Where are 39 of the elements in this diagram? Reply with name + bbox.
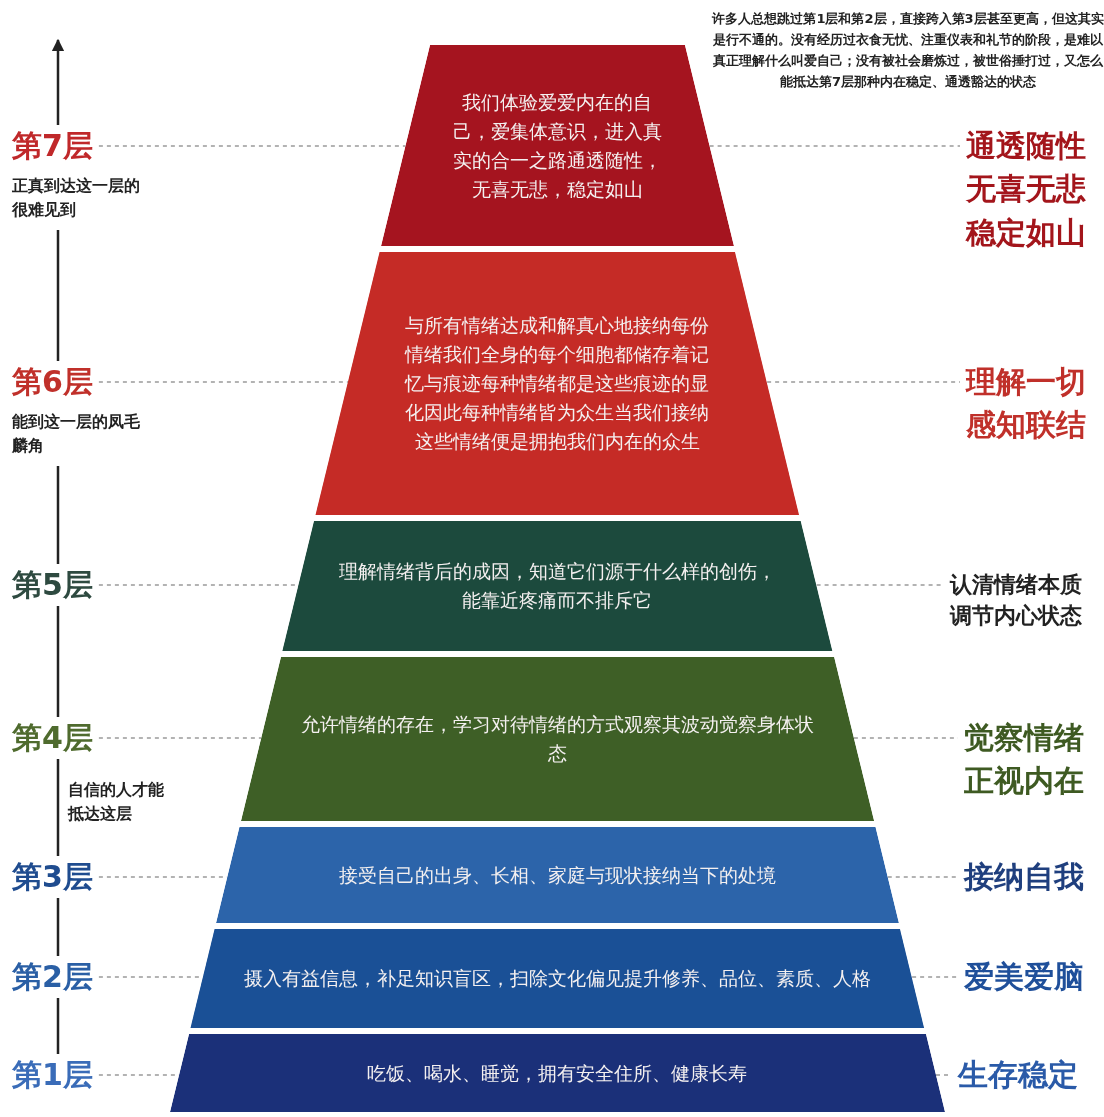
level-label: 第6层 xyxy=(12,363,93,401)
side-note: 自信的人才能抵达这层 xyxy=(68,779,165,825)
level-keyword: 认清情绪本质调节内心状态 xyxy=(950,568,1090,633)
leader-line xyxy=(708,145,961,147)
connector-line xyxy=(56,466,60,564)
level-label: 第3层 xyxy=(12,858,93,896)
level-keyword: 生存稳定 xyxy=(958,1052,1098,1096)
tier-text: 我们体验爱爱内在的自己，爱集体意识，进入真实的合一之路通透随性，无喜无悲，稳定如山 xyxy=(452,89,663,202)
tier-text: 理解情绪背后的成因，知道它们源于什么样的创伤，能靠近疼痛而不排斥它 xyxy=(338,559,777,613)
leader-line xyxy=(887,876,959,878)
level-label: 第1层 xyxy=(12,1056,93,1094)
level-keyword: 接纳自我 xyxy=(964,854,1094,898)
connector-line xyxy=(56,898,60,956)
connector-line xyxy=(56,606,60,717)
level-label: 第5层 xyxy=(12,566,93,604)
level-keyword: 觉察情绪正视内在 xyxy=(964,715,1094,803)
tier-text: 与所有情绪达成和解真心地接纳每份情绪我们全身的每个细胞都储存着记忆与痕迹每种情绪都是这些痕迹的显化因此每种情绪皆为众生当我们接纳这些情绪便是拥抱我们内在的众生 xyxy=(403,313,711,454)
side-note: 能到这一层的凤毛麟角 xyxy=(12,411,141,457)
leader-line xyxy=(98,381,349,383)
side-note: 正真到达这一层的很难见到 xyxy=(12,175,141,221)
arrow xyxy=(51,38,65,125)
tier-text: 摄入有益信息，补足知识盲区，扫除文化偏见提升修养、品位、素质、人格 xyxy=(243,966,872,991)
level-keyword: 通透随性无喜无悲稳定如山 xyxy=(966,123,1096,254)
level-label: 第2层 xyxy=(12,958,93,996)
leader-line xyxy=(98,737,262,739)
level-label: 第7层 xyxy=(12,127,93,165)
tier-text: 允许情绪的存在，学习对待情绪的方式观察其波动觉察身体状态 xyxy=(300,712,815,766)
level-label: 第4层 xyxy=(12,719,93,757)
tier-text: 接受自己的出身、长相、家庭与现状接纳当下的处境 xyxy=(338,862,777,888)
connector-line xyxy=(56,759,60,856)
connector-line xyxy=(56,230,60,361)
level-keyword: 爱美爱脑 xyxy=(964,954,1094,998)
leader-line xyxy=(911,976,959,978)
tier-text: 吃饭、喝水、睡觉，拥有安全住所、健康长寿 xyxy=(366,1060,749,1086)
level-keyword: 理解一切感知联结 xyxy=(966,359,1096,447)
leader-line xyxy=(766,381,961,383)
connector-line xyxy=(56,998,60,1054)
leader-line xyxy=(98,145,407,147)
note-text: 许多人总想跳过第1层和第2层，直接跨入第3层甚至更高，但这其实是行不通的。没有经历过衣食无忧、注重仪表和礼节的阶段，是难以真正理解什么叫爱自己；没有被社会磨炼过，被世俗捶打过，又怎么能抵达第7层那种内在稳定、通透豁达的状态 xyxy=(712,10,1104,91)
